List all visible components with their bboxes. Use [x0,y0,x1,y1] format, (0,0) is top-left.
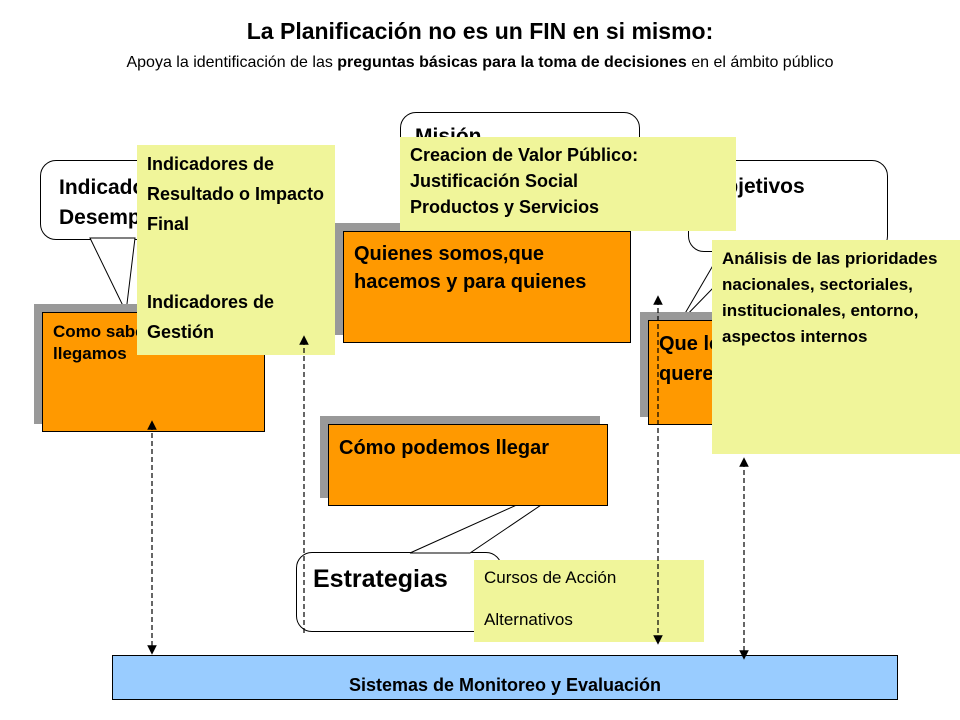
note-indicadores: Indicadores de Resultado o Impacto Final… [137,145,335,355]
note-indicadores-resultado: Indicadores de Resultado o Impacto Final [147,154,325,234]
note-valor-publico-2: Justificación Social [410,171,579,191]
tail-indicadores [89,237,136,314]
box-como-podemos: Cómo podemos llegar [328,424,608,506]
note-indicadores-gestion: Indicadores de Gestión [147,292,275,342]
box-como-podemos-label: Cómo podemos llegar [339,437,550,459]
note-analisis-text: Análisis de las prioridades nacionales, … [722,249,938,346]
note-valor-publico-1: Creacion de Valor Público: [410,145,639,165]
note-cursos-2: Alternativos [484,610,573,629]
page-title: La Planificación no es un FIN en si mism… [246,18,714,44]
callout-estrategias: Estrategias [296,552,502,632]
subtitle-part-a: Apoya la identificación de las [126,54,338,71]
page-subtitle: Apoya la identificación de las preguntas… [60,52,900,73]
box-quienes-somos-label: Quienes somos,que hacemos y para quienes [354,243,587,293]
note-cursos-1: Cursos de Acción [484,568,617,587]
subtitle-part-b: preguntas básicas para la toma de decisi… [337,54,687,71]
monitoring-bar [112,655,898,700]
monitoring-label: Sistemas de Monitoreo y Evaluación [348,675,662,695]
note-cursos: Cursos de Acción Alternativos [474,560,704,642]
subtitle-part-c: en el ámbito público [686,54,834,71]
note-valor-publico-3: Productos y Servicios [410,197,600,217]
box-quienes-somos: Quienes somos,que hacemos y para quienes [343,231,631,343]
note-valor-publico: Creacion de Valor Público: Justificación… [400,137,736,231]
callout-estrategias-label: Estrategias [313,565,448,593]
note-analisis: Análisis de las prioridades nacionales, … [712,240,960,454]
